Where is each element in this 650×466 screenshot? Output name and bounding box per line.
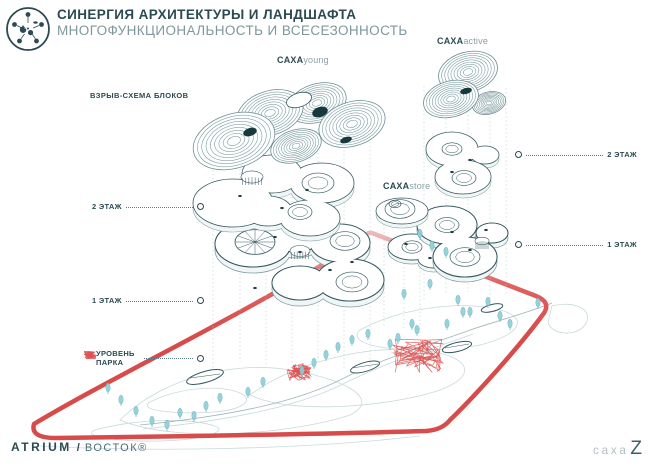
callout-left-1-floor: 1 ЭТАЖ — [92, 296, 204, 305]
callout-label: 2 ЭТАЖ — [92, 202, 122, 211]
park-trees — [105, 278, 541, 431]
leader-line — [526, 244, 604, 246]
floor-plate — [425, 131, 500, 199]
floor-plate — [214, 219, 385, 308]
callout-left-2-floor: 2 ЭТАЖ — [92, 202, 204, 211]
variant-text: active — [463, 36, 489, 46]
park-skylight-ellipses — [186, 303, 504, 385]
brand-text: CAXA — [383, 181, 410, 191]
leader-circle-icon — [197, 297, 204, 304]
roof — [423, 50, 507, 119]
block-label-caxa-store: CAXAstore — [383, 181, 430, 191]
callout-label: УРОВЕНЬ ПАРКА — [96, 349, 135, 368]
logo-divider: / — [76, 442, 80, 454]
floor-plates — [192, 131, 509, 308]
callout-label: 2 ЭТАЖ — [607, 150, 637, 159]
leader-circle-icon — [197, 354, 204, 362]
leader-line — [125, 300, 193, 302]
leader-circle-icon — [515, 241, 522, 248]
contoured-roofs — [192, 50, 507, 171]
leader-line — [526, 154, 604, 156]
section-label: ВЗРЫВ-СХЕМА БЛОКОВ — [90, 91, 189, 100]
vostok-logo-text: ВОСТОК® — [84, 442, 148, 454]
callout-left-park-level: УРОВЕНЬ ПАРКА — [96, 349, 204, 368]
brand-text: CAXA — [437, 36, 464, 46]
callout-right-2-floor: 2 ЭТАЖ — [515, 150, 637, 159]
callout-right-1-floor: 1 ЭТАЖ — [515, 240, 637, 249]
site-boundary-red — [31, 230, 549, 441]
brand-text: CAXA — [277, 55, 304, 65]
page-title: СИНЕРГИЯ АРХИТЕКТУРЫ И ЛАНДШАФТА — [57, 7, 357, 22]
terrace-trees — [417, 228, 449, 258]
variant-text: young — [303, 55, 329, 65]
roof — [192, 82, 386, 171]
page-subtitle: МНОГОФУНКЦИОНАЛЬНОСТЬ И ВСЕСЕЗОННОСТЬ — [57, 23, 408, 38]
caxa-logo-text: caxa — [593, 443, 629, 457]
block-label-caxa-active: CAXAactive — [437, 36, 488, 46]
leader-line — [144, 357, 193, 360]
leader-circle-icon — [515, 151, 522, 158]
atrium-network-circle-icon — [6, 7, 50, 51]
floor-plate — [416, 205, 509, 283]
callout-label: 1 ЭТАЖ — [92, 296, 122, 305]
block-label-caxa-young: CAXAyoung — [277, 55, 329, 65]
floor-plate — [192, 154, 355, 242]
variant-text: store — [409, 181, 431, 191]
atrium-vostok-logo: ATRIUM / ВОСТОК® — [11, 440, 148, 454]
leader-line — [125, 206, 193, 208]
leader-circle-icon — [197, 203, 204, 210]
atrium-logo-text: ATRIUM — [11, 440, 72, 454]
caxa-logo-accent: Z — [630, 438, 642, 459]
callout-label: 1 ЭТАЖ — [607, 240, 637, 249]
caxa-z-logo: caxa Z — [593, 438, 642, 460]
floor-plate — [375, 197, 429, 229]
